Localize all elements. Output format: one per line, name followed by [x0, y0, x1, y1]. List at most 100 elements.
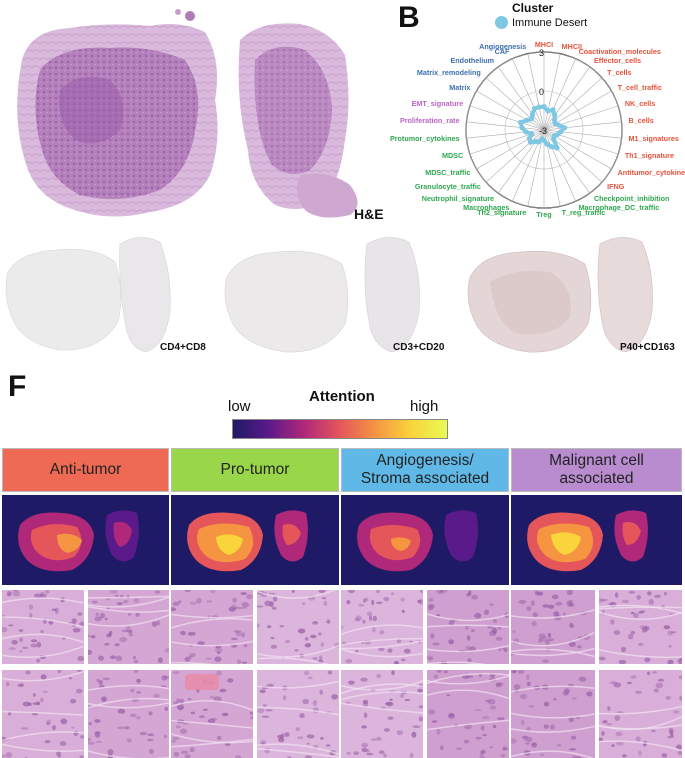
- category-angiogenesis-stroma: Angiogenesis/Stroma associated: [341, 448, 509, 492]
- radar-axis-label: Th2_signature: [477, 208, 527, 218]
- histology-tile: [2, 670, 84, 758]
- heatmap-anti-tumor: [2, 495, 169, 585]
- radar-data-point: [550, 107, 556, 113]
- radar-axis-label: MHCII: [561, 41, 583, 51]
- radar-spoke: [476, 90, 545, 131]
- radar-spoke: [543, 66, 591, 131]
- radar-axis-label: Granulocyte_traffic: [414, 181, 481, 191]
- histology-tile: [427, 590, 509, 664]
- cd4-cd8-caption: CD4+CD8: [160, 342, 206, 353]
- cd3-cd20-caption: CD3+CD20: [393, 342, 445, 353]
- radar-axis-label: Treg: [536, 210, 552, 219]
- radar-axis-label: T_reg_traffic: [561, 208, 606, 218]
- he-slide-image: [0, 0, 400, 228]
- radar-axis-label: Protumor_cytokines: [389, 133, 460, 143]
- radar-spoke: [543, 129, 576, 202]
- ihc-cd4-cd8-image: [0, 232, 215, 360]
- attention-colorbar: [232, 419, 448, 439]
- histology-tile: [598, 670, 682, 758]
- radar-spoke: [469, 105, 545, 131]
- radar-plot: 30-3: [465, 48, 623, 209]
- radar-axis-label: M1_signatures: [628, 133, 679, 143]
- legend-swatch: [495, 16, 508, 29]
- radar-axis-label: CAF: [494, 47, 510, 57]
- radar-spoke: [527, 129, 545, 207]
- radar-axis-label: Neutrophil_signature: [421, 193, 495, 203]
- radar-axis-label: Proliferation_rate: [399, 116, 460, 126]
- radar-axis-label: IFNG: [607, 181, 625, 191]
- radar-spoke: [466, 121, 545, 131]
- radar-data-point: [548, 144, 555, 150]
- radar-axis-label: T_cell_traffic: [617, 82, 662, 92]
- radar-spoke: [543, 58, 576, 131]
- radar-axis-label: Checkpoint_inhibition: [593, 193, 670, 203]
- radar-axis-label: Macrophage_DC_traffic: [578, 202, 660, 212]
- heatmap-angiogenesis-stroma: [341, 495, 509, 585]
- radar-spoke: [543, 129, 591, 194]
- he-stain-caption: H&E: [354, 206, 384, 222]
- radar-axis-label: Effector_cells: [593, 56, 642, 66]
- chart-legend: Immune Desert: [495, 16, 587, 29]
- radar-axis-label: Coactivation_molecules: [578, 47, 661, 57]
- radar-spoke: [497, 66, 545, 131]
- radar-data-point: [523, 129, 529, 135]
- histology-tile: [511, 670, 595, 758]
- histology-tile: [87, 670, 169, 758]
- histology-tile: [598, 590, 682, 664]
- radar-spoke: [476, 129, 545, 170]
- histology-tile: [257, 590, 339, 664]
- radar-data-point: [541, 104, 547, 110]
- radar-spoke: [543, 53, 561, 131]
- radar-data-point: [536, 104, 542, 110]
- legend-label: Immune Desert: [512, 16, 588, 29]
- p40-cd163-caption: P40+CD163: [620, 342, 675, 353]
- radar-data-point: [551, 136, 557, 142]
- radar-axis-label: MHCI: [534, 40, 554, 49]
- radar-tick-label: 3: [539, 48, 544, 58]
- radar-data-point: [539, 136, 545, 142]
- radar-data-point: [526, 135, 532, 142]
- radar-axis-label: EMT_signature: [411, 98, 464, 108]
- histology-tile: [341, 670, 423, 758]
- chart-title: Cluster: [512, 1, 554, 15]
- radar-axis-label: Endothelium: [450, 56, 495, 66]
- radar-data-point: [544, 141, 550, 147]
- radar-axis-label: MDSC_traffic: [425, 167, 471, 177]
- category-anti-tumor: Anti-tumor: [2, 448, 169, 492]
- radar-tick-label: -3: [539, 126, 547, 136]
- radar-spoke: [512, 58, 545, 131]
- radar-data-point: [517, 119, 524, 125]
- radar-data-point: [552, 112, 558, 118]
- histology-tile: [511, 590, 595, 664]
- radar-spoke: [527, 53, 545, 131]
- radar-data-point: [524, 117, 530, 123]
- heatmap-pro-tumor: [171, 495, 339, 585]
- heatmap-malignant-cell: [511, 495, 682, 585]
- radar-spoke: [543, 121, 622, 131]
- panel-label-b: B: [398, 1, 420, 34]
- radar-axis-label: NK_cells: [624, 98, 656, 108]
- radar-data-point: [556, 122, 562, 128]
- histology-tile: [257, 670, 339, 758]
- radar-data-point: [562, 125, 568, 131]
- radar-axis-label: T_cells: [607, 68, 632, 78]
- radar-spoke: [485, 77, 545, 131]
- radar-axis-label: B_cells: [628, 116, 654, 126]
- attention-high-label: high: [410, 398, 439, 415]
- radar-spoke: [485, 129, 545, 183]
- radar-axis-label: Matrix: [449, 82, 471, 92]
- radar-axis-label: Angiogenesis: [479, 41, 527, 51]
- attention-title: Attention: [309, 388, 375, 405]
- radar-data-point: [519, 125, 525, 131]
- radar-data-point: [529, 131, 535, 137]
- radar-axis-label: Macrophages: [463, 202, 510, 212]
- radar-data-point: [532, 138, 539, 145]
- ihc-p40-cd163-image: [460, 232, 685, 360]
- histology-tile: [171, 670, 253, 758]
- attention-low-label: low: [228, 398, 251, 415]
- radar-spoke: [466, 129, 545, 139]
- histology-tile: [87, 590, 169, 664]
- histology-tile: [427, 670, 509, 758]
- histology-tile: [2, 590, 84, 664]
